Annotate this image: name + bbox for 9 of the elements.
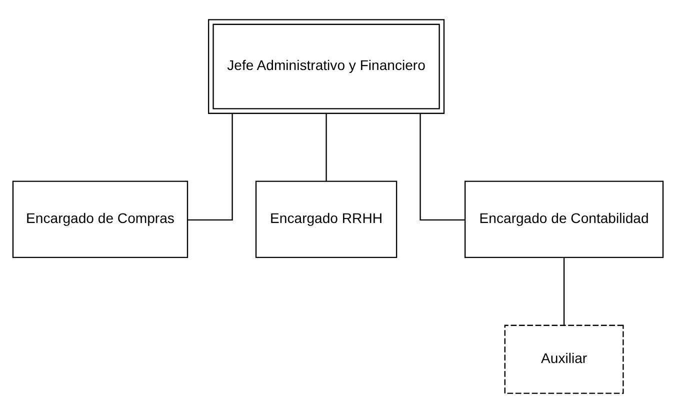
node-box: Auxiliar (504, 324, 624, 394)
node-box: Encargado RRHH (255, 180, 398, 258)
node-box: Encargado de Contabilidad (464, 180, 664, 258)
node-box: Encargado de Compras (12, 180, 188, 258)
connector (326, 113, 327, 180)
connector (188, 112, 233, 220)
connector (420, 112, 465, 220)
node-box: Jefe Administrativo y Financiero (208, 18, 445, 114)
connector (563, 257, 565, 324)
